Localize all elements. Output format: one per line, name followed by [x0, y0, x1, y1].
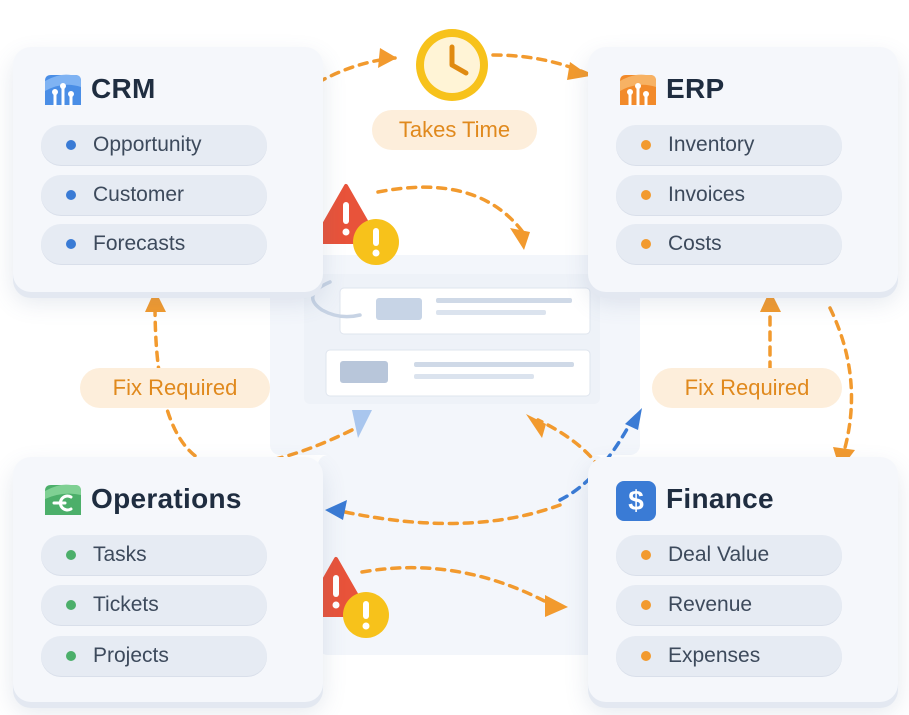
bullet-dot: [641, 550, 651, 560]
arrow-clock-to-erp: [491, 53, 590, 76]
finance-item-label: Revenue: [668, 593, 753, 616]
finance-item-revenue[interactable]: Revenue: [616, 585, 842, 625]
fix-required-label-left: Fix Required: [80, 368, 270, 408]
crm-item-customer[interactable]: Customer: [41, 175, 267, 215]
operations-title: Operations: [91, 483, 242, 514]
erp-card[interactable]: ERP Inventory Invoices Costs: [588, 47, 898, 292]
erp-item-label: Costs: [668, 232, 722, 255]
bullet-dot: [66, 190, 76, 200]
crm-app-icon: [45, 74, 81, 107]
dollar-icon: $: [616, 481, 656, 521]
finance-item-deal-value[interactable]: Deal Value: [616, 535, 842, 575]
bullet-dot: [641, 190, 651, 200]
erp-app-icon: [620, 74, 656, 107]
operations-item-tasks[interactable]: Tasks: [41, 535, 267, 575]
finance-card[interactable]: $ Finance Deal Value Revenue Expenses: [588, 457, 898, 702]
finance-item-label: Deal Value: [668, 543, 770, 566]
warning-triangle-icon: [312, 184, 399, 265]
operations-item-label: Tasks: [93, 543, 147, 566]
erp-item-invoices[interactable]: Invoices: [616, 175, 842, 215]
fix-required-label-right: Fix Required: [652, 368, 842, 408]
erp-item-label: Inventory: [668, 133, 755, 156]
bullet-dot: [641, 239, 651, 249]
operations-item-tickets[interactable]: Tickets: [41, 585, 267, 625]
bullet-dot: [66, 651, 76, 661]
bullet-dot: [66, 140, 76, 150]
bullet-dot: [641, 140, 651, 150]
crm-item-forecasts[interactable]: Forecasts: [41, 224, 267, 264]
crm-title: CRM: [91, 73, 156, 104]
operations-app-icon: [45, 484, 81, 515]
erp-item-label: Invoices: [668, 183, 746, 206]
crm-item-label: Forecasts: [93, 232, 186, 255]
document-icon: [304, 274, 600, 438]
erp-item-costs[interactable]: Costs: [616, 224, 842, 264]
bullet-dot: [66, 239, 76, 249]
finance-item-label: Expenses: [668, 644, 761, 667]
operations-card[interactable]: Operations Tasks Tickets Projects: [13, 457, 323, 702]
finance-item-expenses[interactable]: Expenses: [616, 636, 842, 676]
bullet-dot: [641, 600, 651, 610]
crm-item-opportunity[interactable]: Opportunity: [41, 125, 267, 165]
operations-item-label: Tickets: [93, 593, 159, 616]
bullet-dot: [66, 550, 76, 560]
operations-item-label: Projects: [93, 644, 169, 667]
crm-card[interactable]: CRM Opportunity Customer Forecasts: [13, 47, 323, 292]
clock-icon: [416, 29, 488, 101]
takes-time-label: Takes Time: [372, 110, 537, 150]
crm-item-label: Customer: [93, 183, 185, 206]
finance-title: Finance: [666, 483, 774, 514]
operations-item-projects[interactable]: Projects: [41, 636, 267, 676]
erp-item-inventory[interactable]: Inventory: [616, 125, 842, 165]
bullet-dot: [66, 600, 76, 610]
bullet-dot: [641, 651, 651, 661]
crm-item-label: Opportunity: [93, 133, 202, 156]
erp-title: ERP: [666, 73, 725, 104]
